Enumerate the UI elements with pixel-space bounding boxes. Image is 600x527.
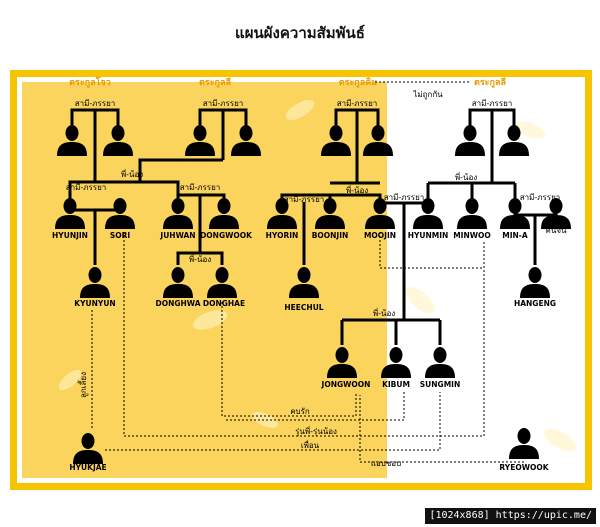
spouse-label-moojin: สามี-ภรรยา — [384, 193, 425, 202]
name-jongwoon: JONGWOON — [321, 380, 371, 389]
secret-label: แอบชอบ — [371, 459, 401, 468]
spouse-label-mina: สามี-ภรรยา — [520, 193, 561, 202]
name-donghwa: DONGHWA — [155, 299, 200, 308]
spouse-label-hyorin: สามี-ภรรยา — [284, 195, 325, 204]
family-label-lee-right: ตระกูลลี — [474, 77, 506, 88]
senior-junior-label: รุ่นพี่-รุ่นน้อง — [295, 425, 337, 436]
name-hangeng: HANGENG — [514, 299, 556, 308]
sibling-label-lee-right: พี่-น้อง — [455, 171, 477, 182]
spouse-label-juhwan: สามี-ภรรยา — [180, 183, 221, 192]
name-kyunyun: KYUNYUN — [74, 299, 115, 308]
name-heechul: HEECHUL — [284, 303, 323, 312]
spouse-label-jo: สามี-ภรรยา — [75, 99, 116, 108]
friend-label: เพื่อน — [301, 439, 320, 450]
sibling-label-donghwa: พี่-น้อง — [189, 253, 211, 264]
name-dongwook: DONGWOOK — [200, 231, 253, 240]
name-mina: MIN-A — [502, 231, 528, 240]
name-hyunmin: HYUNMIN — [408, 231, 449, 240]
page-title: แผนผังความสัมพันธ์ — [235, 24, 365, 42]
name-hyukjae: HYUKJAE — [69, 463, 106, 472]
sibling-label-jo-lee: พี่-น้อง — [121, 168, 143, 179]
decorative-leaves — [58, 99, 577, 452]
name-minwoo: MINWOO — [453, 231, 491, 240]
adopted-label: ลูกเลี้ยง — [77, 372, 89, 398]
name-hyorin: HYORIN — [266, 231, 299, 240]
name-sori: SORI — [110, 231, 131, 240]
family-label-jo: ตระกูลโจว — [69, 76, 111, 88]
name-ryeowook: RYEOWOOK — [499, 463, 549, 472]
spouse-label-kim: สามี-ภรรยา — [337, 99, 378, 108]
name-kibum: KIBUM — [382, 380, 410, 389]
dating-label: คบรัก — [290, 407, 310, 416]
dotted-lines — [91, 232, 524, 463]
sibling-label-kids: พี่-น้อง — [373, 307, 395, 318]
family-label-lee-left: ตระกูลลี — [199, 77, 231, 88]
spouse-label-lee-right: สามี-ภรรยา — [472, 99, 513, 108]
name-boonjin: BOONJIN — [312, 231, 349, 240]
name-juhwan: JUHWAN — [159, 231, 195, 240]
name-donghae: DONGHAE — [203, 299, 245, 308]
name-hyunjin: HYUNJIN — [52, 231, 88, 240]
spouse-label-hyunjin: สามี-ภรรยา — [66, 183, 107, 192]
name-sungmin: SUNGMIN — [420, 380, 460, 389]
family-label-kim: ตระกูลคิม — [339, 77, 377, 88]
dislike-label: ไม่ถูกกัน — [412, 90, 443, 100]
image-size-watermark: [1024x868] https://upic.me/ — [425, 508, 596, 524]
name-moojin: MOOJIN — [364, 231, 396, 240]
sibling-label-kim: พี่-น้อง — [346, 184, 368, 195]
lover-label: คนจีน — [546, 226, 568, 235]
spouse-label-lee: สามี-ภรรยา — [203, 99, 244, 108]
